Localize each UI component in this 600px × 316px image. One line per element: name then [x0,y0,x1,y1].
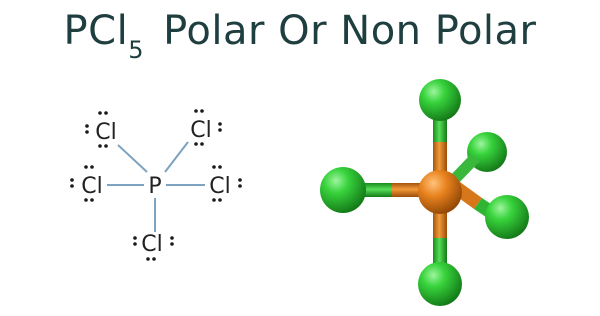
cl-atom-upper-left: Cl [95,120,116,145]
cl-atom-upper-right: Cl [190,118,211,143]
title-suffix: Polar Or Non Polar [149,8,537,54]
lewis-bonds [107,141,205,232]
bond-upper-right [164,141,189,173]
cl-atom-bottom: Cl [141,232,162,257]
central-atom-p: P [148,174,161,199]
ligand-ball-top [419,79,461,121]
title-prefix: PCl [63,8,129,54]
lewis-structure: P Cl Cl Cl Cl Cl [70,109,242,261]
lone-pair-dots [70,109,242,261]
bond-stick-left-orange [392,183,426,197]
ball-and-stick-model [320,79,529,306]
cl-atom-left: Cl [81,174,102,199]
ligand-ball-bottom [418,262,462,306]
cl-atom-right: Cl [209,174,230,199]
ligand-ball-left [320,167,366,213]
title-subscript: 5 [128,36,144,64]
bond-upper-left [117,144,148,173]
ligand-ball-front-right [485,195,529,239]
page-title: PCl5 Polar Or Non Polar [0,8,600,64]
central-ball [418,170,462,214]
